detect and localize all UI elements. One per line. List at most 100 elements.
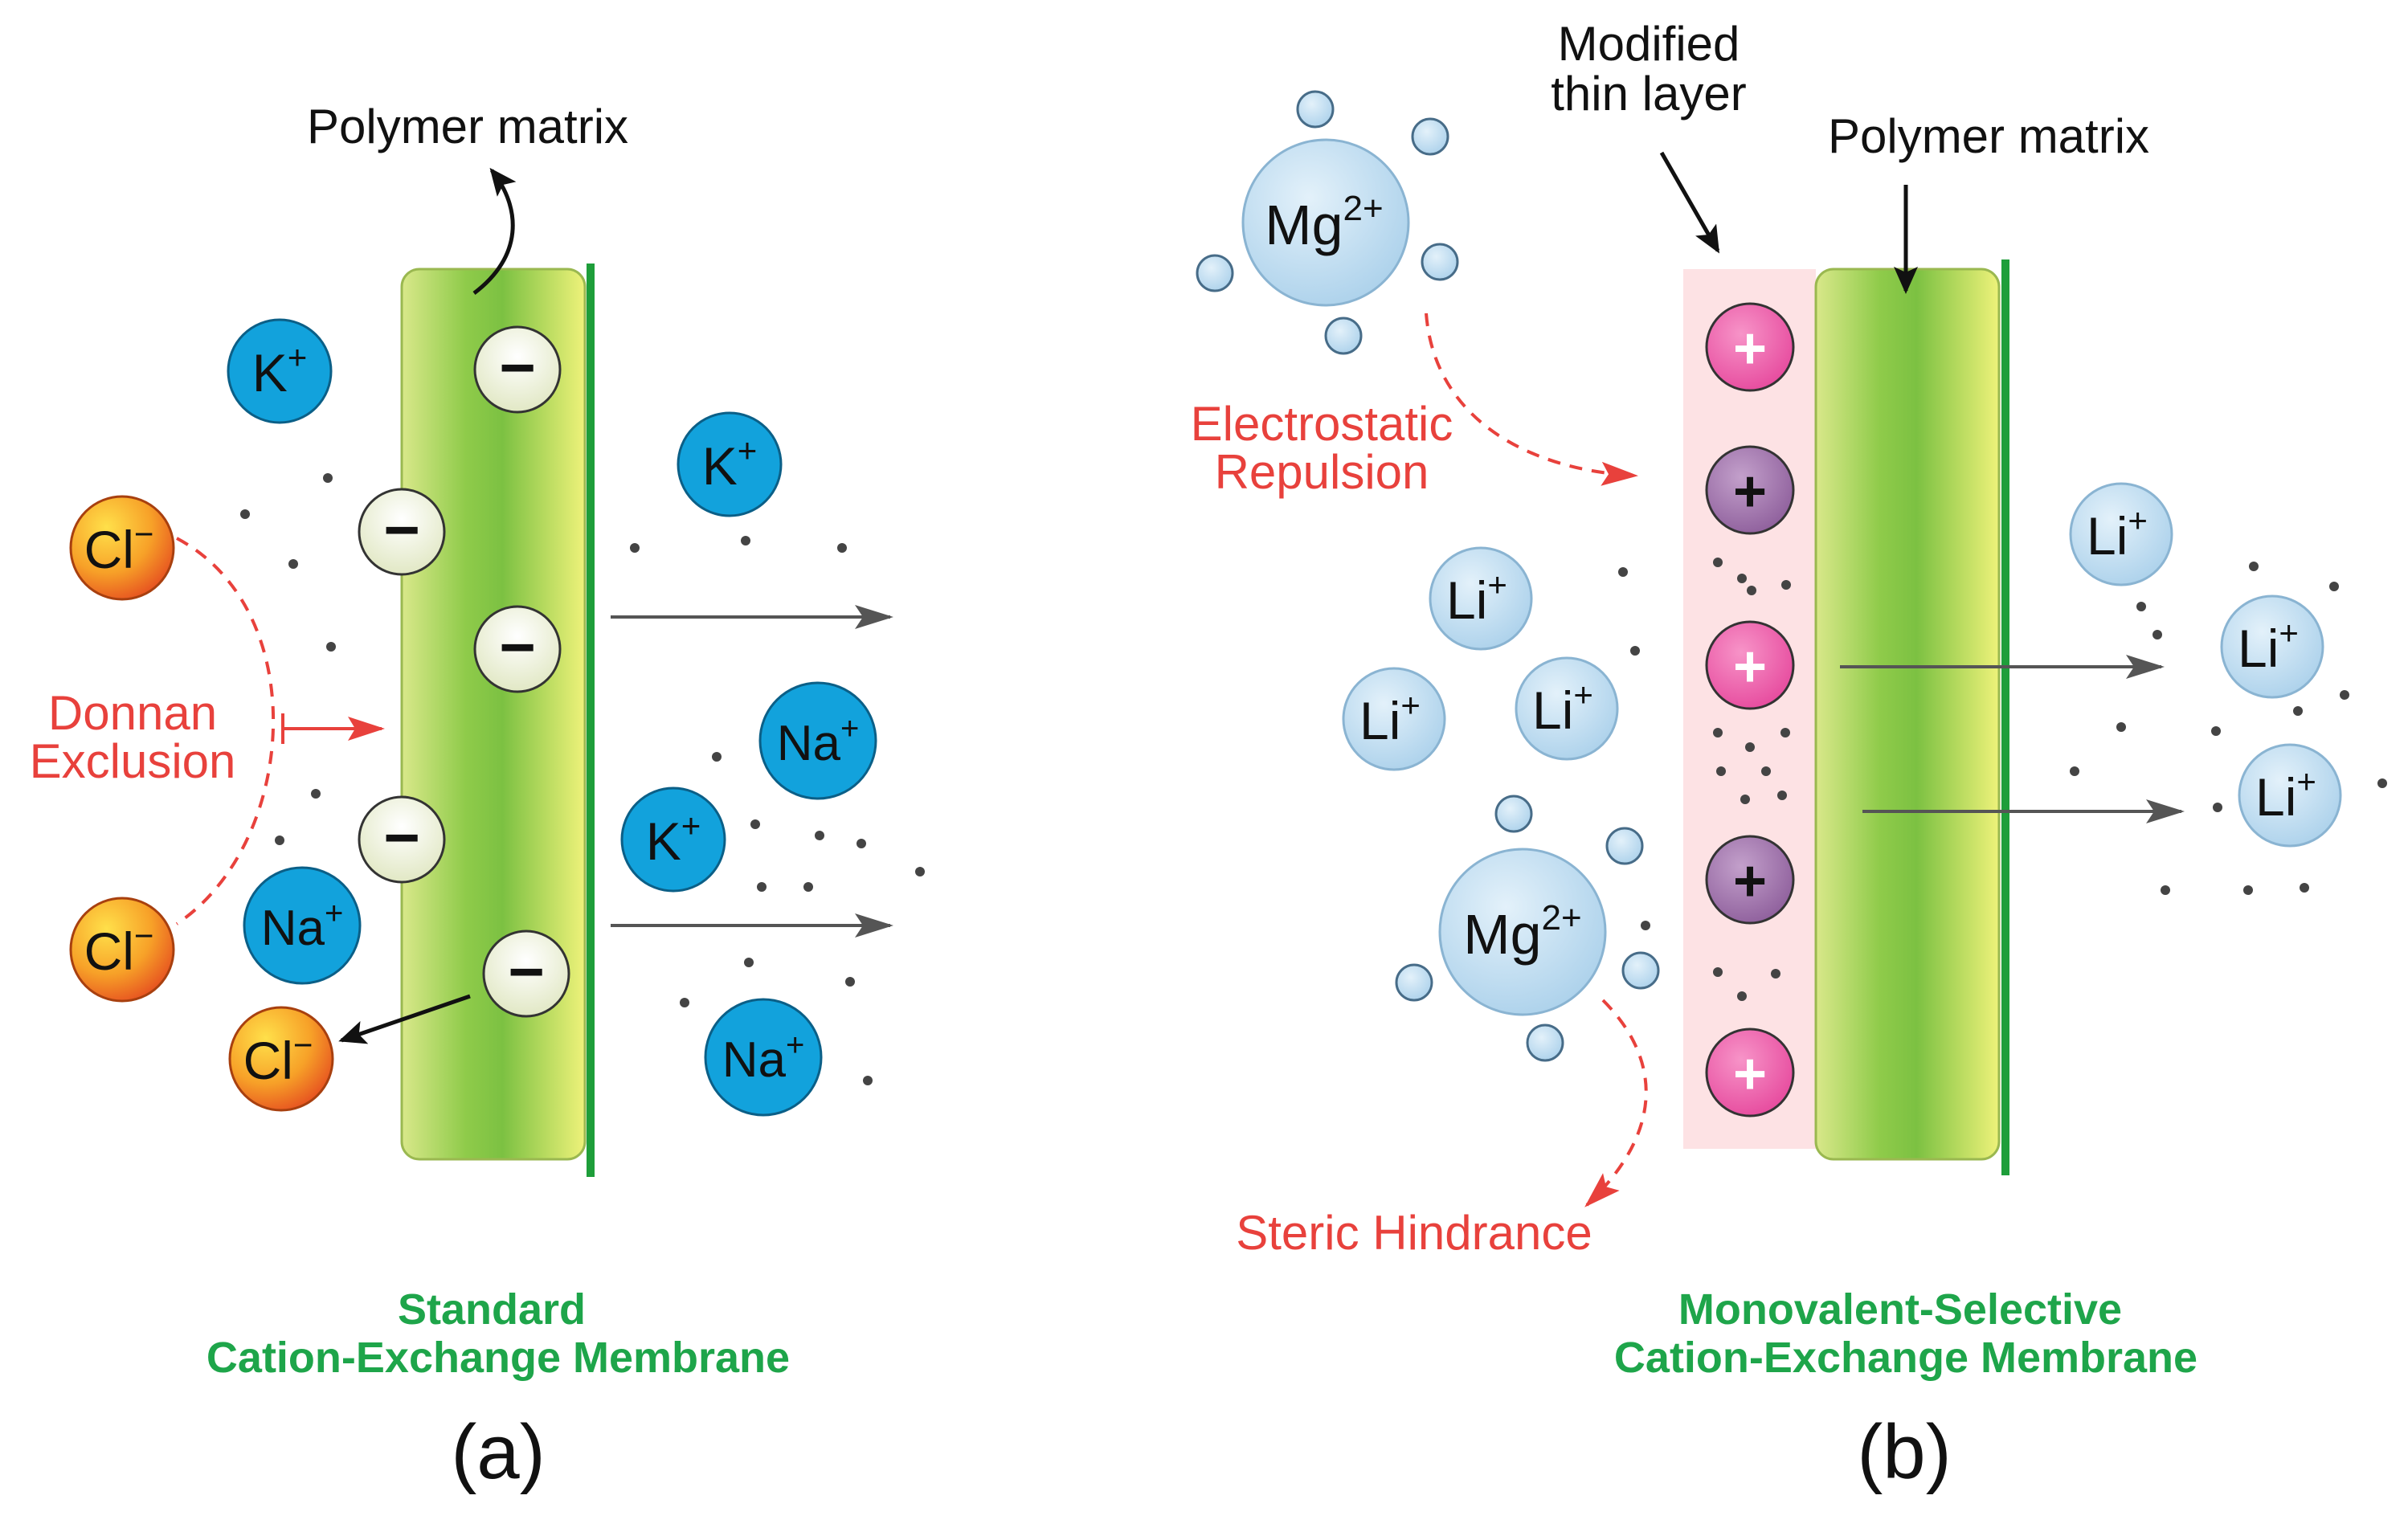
panel-a: − − − − − Polymer matrix K+ K+ K+ Na+ Na xyxy=(30,100,925,1495)
steric-hindrance-label: Steric Hindrance xyxy=(1236,1206,1592,1260)
ion-symbol: Li xyxy=(2255,767,2296,827)
panel-b: Modified thin layer Polymer matrix + + +… xyxy=(1191,17,2387,1495)
thin-layer-arrow xyxy=(1659,151,1720,254)
ion-k-1: K+ xyxy=(227,318,333,424)
ion-symbol: Na xyxy=(261,901,325,956)
svg-text:Mg2+: Mg2+ xyxy=(1463,898,1581,966)
ion-charge: + xyxy=(2296,762,2316,800)
plus-charge: + xyxy=(1733,460,1767,524)
minus-charge: − xyxy=(508,936,545,1007)
ion-charge: + xyxy=(288,338,308,376)
fixed-positive-charges-b: + + + + + xyxy=(1705,302,1795,1117)
ion-li-5: Li+ xyxy=(2220,594,2324,699)
svg-text:K+: K+ xyxy=(702,431,758,496)
ion-charge: + xyxy=(738,431,758,469)
minus-charge: − xyxy=(499,611,536,682)
electrostatic-label-line1: Electrostatic xyxy=(1191,397,1453,451)
svg-text:Cl−: Cl− xyxy=(243,1026,313,1090)
svg-text:Li+: Li+ xyxy=(2087,501,2148,566)
ion-symbol: K xyxy=(252,343,288,402)
ion-k-3: K+ xyxy=(620,787,726,893)
thin-layer-label-line2: thin layer xyxy=(1551,67,1746,121)
ion-symbol: K xyxy=(702,436,738,496)
polymer-matrix-label-a: Polymer matrix xyxy=(307,100,628,153)
fixed-negative-charges-a: − − − − − xyxy=(358,325,570,1018)
svg-text:Li+: Li+ xyxy=(1359,686,1421,750)
ion-cl-1: Cl− xyxy=(69,495,175,601)
ion-k-2: K+ xyxy=(677,411,783,517)
electrostatic-label-line2: Repulsion xyxy=(1215,445,1429,499)
ion-symbol: Cl xyxy=(84,520,134,579)
panel-a-letter: (a) xyxy=(451,1409,545,1495)
panel-b-title-line1: Monovalent-Selective xyxy=(1678,1285,2122,1334)
svg-text:Li+: Li+ xyxy=(2255,762,2316,827)
ion-li-2: Li+ xyxy=(1342,667,1446,771)
plus-charge: + xyxy=(1733,849,1767,913)
ion-charge: − xyxy=(134,917,154,954)
electrostatic-dashed-arrow xyxy=(1425,313,1638,486)
ion-mg-1: Mg2+ xyxy=(1196,90,1459,355)
svg-text:Na+: Na+ xyxy=(777,711,860,771)
ion-charge: − xyxy=(293,1026,313,1064)
ion-charge: + xyxy=(681,807,701,844)
ion-symbol: Mg xyxy=(1265,194,1343,256)
minus-charge: − xyxy=(383,494,420,565)
svg-text:Li+: Li+ xyxy=(2238,614,2299,678)
ion-symbol: Li xyxy=(1446,570,1487,630)
minus-charge: − xyxy=(383,802,420,872)
water-dots-b xyxy=(1618,558,2387,1001)
polymer-matrix-label-b: Polymer matrix xyxy=(1828,109,2149,163)
svg-text:Li+: Li+ xyxy=(1446,566,1507,630)
plus-charge: + xyxy=(1733,317,1767,381)
thin-layer-label-line1: Modified xyxy=(1558,17,1740,71)
svg-text:Na+: Na+ xyxy=(722,1028,805,1088)
svg-text:K+: K+ xyxy=(252,338,308,402)
ion-li-4: Li+ xyxy=(2069,482,2173,586)
ion-symbol: Li xyxy=(1359,691,1400,750)
ion-symbol: Li xyxy=(2087,506,2128,566)
ion-cl-2: Cl− xyxy=(69,897,175,1003)
svg-text:Na+: Na+ xyxy=(261,896,344,956)
panel-b-letter: (b) xyxy=(1857,1409,1951,1495)
steric-dashed-arrow xyxy=(1584,999,1648,1207)
ion-na-2: Na+ xyxy=(243,866,362,985)
svg-text:Cl−: Cl− xyxy=(84,515,154,579)
ion-charge: + xyxy=(2279,614,2299,652)
plus-charge: + xyxy=(1733,1042,1767,1106)
svg-text:Li+: Li+ xyxy=(1532,676,1593,740)
donnan-label-line1: Donnan xyxy=(48,686,217,740)
cl-rejection-arrow xyxy=(338,994,471,1044)
minus-charge: − xyxy=(499,332,536,402)
polymer-matrix-b xyxy=(1814,268,2001,1161)
ion-cl-3: Cl− xyxy=(228,1006,334,1112)
ion-li-3: Li+ xyxy=(1515,656,1619,761)
ion-charge: + xyxy=(1573,676,1593,713)
svg-text:K+: K+ xyxy=(646,807,701,871)
panel-a-title-line2: Cation-Exchange Membrane xyxy=(206,1334,790,1382)
panel-b-title-line2: Cation-Exchange Membrane xyxy=(1614,1334,2197,1382)
panel-a-title-line1: Standard xyxy=(398,1285,586,1334)
ion-charge: 2+ xyxy=(1542,898,1582,938)
ion-symbol: Mg xyxy=(1463,903,1541,966)
ion-charge: + xyxy=(2128,501,2148,539)
ion-symbol: Na xyxy=(777,716,841,771)
svg-text:Cl−: Cl− xyxy=(84,917,154,981)
ion-na-1: Na+ xyxy=(758,681,877,800)
ion-li-6: Li+ xyxy=(2238,743,2342,848)
polymer-matrix-arrow-a xyxy=(472,167,517,295)
ion-symbol: K xyxy=(646,811,681,871)
ion-symbol: Cl xyxy=(243,1031,293,1090)
plus-charge: + xyxy=(1733,635,1767,699)
ion-charge: + xyxy=(786,1028,804,1063)
ion-charge: + xyxy=(840,711,859,746)
water-dots-a xyxy=(240,473,925,1085)
ion-li-1: Li+ xyxy=(1429,546,1533,651)
ion-charge: 2+ xyxy=(1343,189,1384,228)
ion-charge: − xyxy=(134,515,154,553)
ion-na-3: Na+ xyxy=(704,998,823,1117)
ion-mg-2: Mg2+ xyxy=(1395,795,1660,1062)
svg-text:Mg2+: Mg2+ xyxy=(1265,189,1383,256)
ion-charge: + xyxy=(1400,686,1421,724)
ion-symbol: Cl xyxy=(84,921,134,981)
